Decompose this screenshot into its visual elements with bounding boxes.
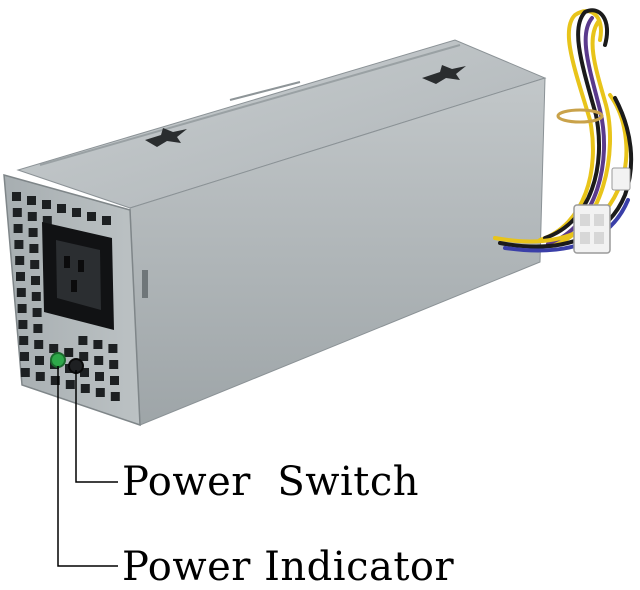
grille-hole [35, 372, 45, 381]
grille-hole [33, 324, 43, 333]
callout-line-indicator [57, 366, 118, 567]
grille-hole [93, 340, 103, 349]
grille-hole [16, 272, 25, 281]
grille-hole [30, 260, 40, 269]
grille-hole [65, 380, 75, 389]
grille-hole [57, 204, 66, 213]
grille-hole [109, 360, 119, 369]
grille-hole [27, 212, 37, 221]
grille-hole [34, 340, 44, 349]
grille-hole [95, 388, 105, 397]
grille-hole [102, 216, 111, 225]
fan-grille-icon [12, 192, 120, 401]
callout-line-switch [75, 370, 118, 483]
grille-hole [31, 276, 40, 285]
grille-hole [80, 368, 89, 377]
grille-hole [27, 196, 36, 205]
grille-hole [15, 256, 25, 265]
grille-hole [20, 368, 30, 377]
grille-hole [12, 208, 22, 217]
grille-hole [19, 336, 29, 345]
grille-hole [28, 228, 38, 237]
grille-hole [14, 240, 24, 249]
grille-hole [32, 308, 42, 317]
grille-hole [79, 352, 89, 361]
grille-hole [29, 244, 39, 253]
grille-hole [13, 224, 23, 233]
grille-hole [31, 292, 41, 301]
grille-hole [20, 352, 29, 361]
grille-hole [87, 212, 96, 221]
top-vent-icon [145, 128, 187, 147]
grille-hole [35, 356, 44, 365]
power-switch-label: Power Switch [122, 459, 420, 505]
grille-hole [42, 216, 52, 225]
grille-hole [18, 320, 28, 329]
grille-hole [16, 288, 26, 297]
grille-hole [110, 392, 120, 401]
grille-hole [95, 372, 104, 381]
grille-hole [72, 208, 81, 217]
grille-hole [12, 192, 21, 201]
grille-hole [110, 376, 119, 385]
grille-hole [49, 344, 59, 353]
power-indicator-label: Power Indicator [122, 544, 455, 590]
grille-hole [80, 384, 90, 393]
grille-hole [50, 376, 60, 385]
led-indicator-icon [50, 352, 66, 368]
grille-hole [78, 336, 88, 345]
grille-hole [42, 200, 51, 209]
grille-hole [108, 344, 118, 353]
power-inlet-icon [42, 222, 114, 330]
grille-hole [17, 304, 27, 313]
grille-hole [64, 348, 74, 357]
top-vent-icon [422, 65, 466, 84]
grille-hole [94, 356, 104, 365]
connector-icon [573, 167, 631, 254]
